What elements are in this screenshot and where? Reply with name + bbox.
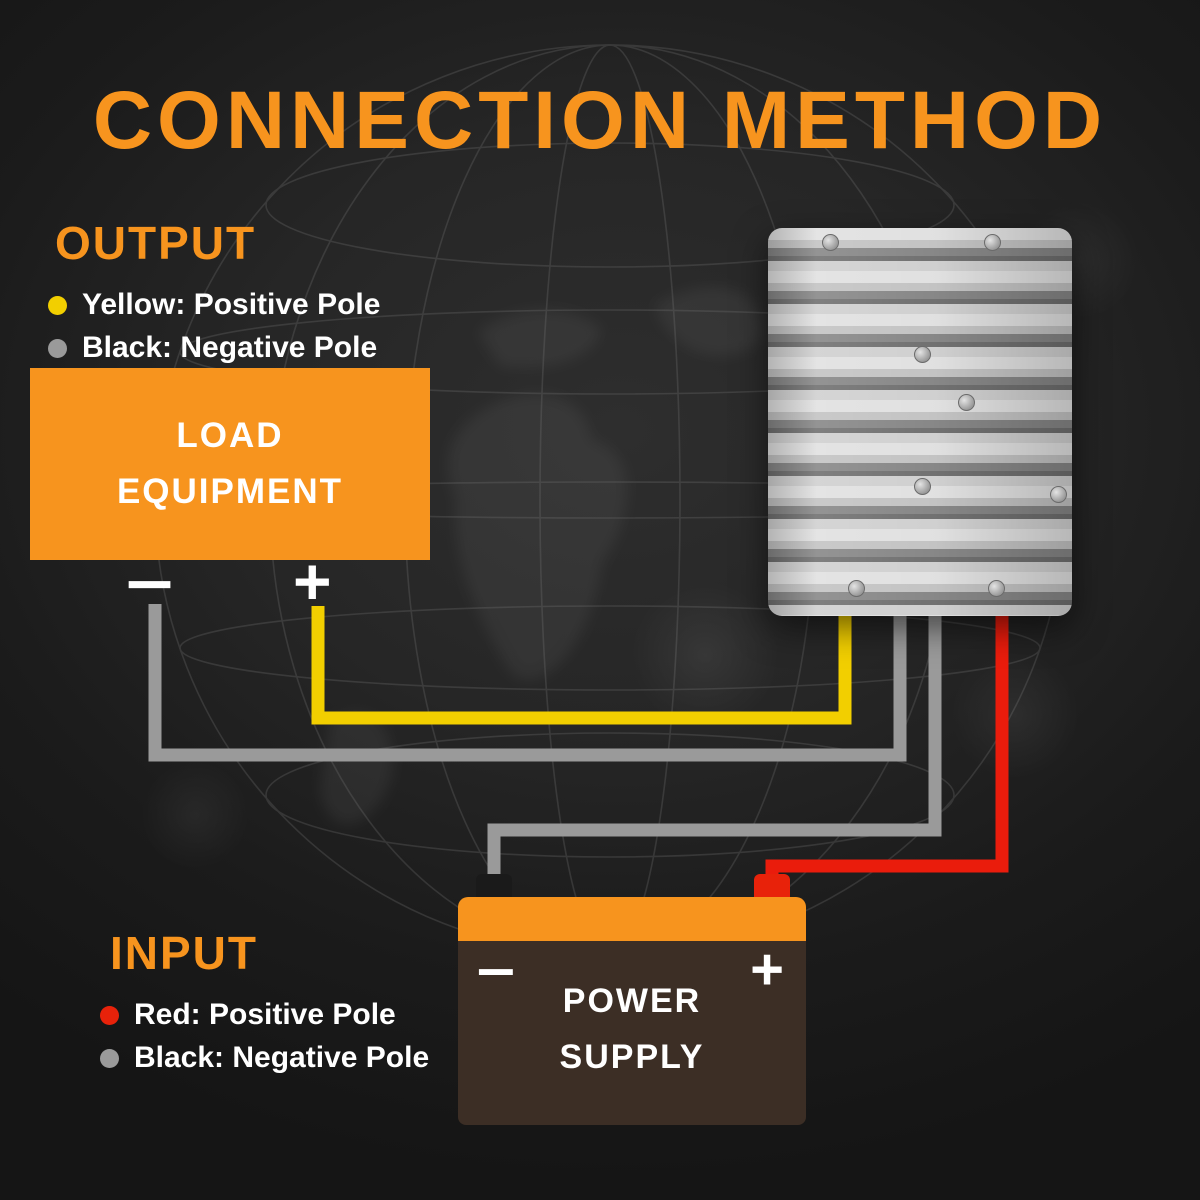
continent-silhouettes (320, 287, 762, 825)
legend-item-yellow-positive: Yellow: Positive Pole (48, 288, 380, 322)
power-supply-negative-sign: − (476, 942, 516, 1002)
voltage-converter-device (768, 228, 1072, 616)
legend-label: Red: Positive Pole (134, 998, 396, 1031)
power-supply-label: POWER SUPPLY (458, 973, 806, 1085)
power-supply-body: − + POWER SUPPLY (458, 941, 806, 1125)
input-heading: INPUT (110, 927, 258, 979)
legend-item-red-positive: Red: Positive Pole (100, 998, 429, 1032)
page-title: CONNECTION METHOD (92, 75, 1108, 166)
power-supply-label-line2: SUPPLY (559, 1038, 705, 1076)
load-equipment-label-line1: LOAD (176, 416, 284, 455)
gray-dot-icon (100, 1048, 119, 1068)
output-heading: OUTPUT (55, 217, 257, 269)
legend-label: Black: Negative Pole (82, 331, 378, 364)
output-positive-wire (311, 606, 852, 725)
gray-dot-icon (48, 338, 67, 358)
screw-icon (914, 478, 931, 495)
screw-icon (958, 394, 975, 411)
output-legend: Yellow: Positive Pole Black: Negative Po… (48, 288, 380, 365)
power-supply-label-line1: POWER (562, 982, 702, 1020)
load-equipment-label-line2: EQUIPMENT (116, 472, 344, 511)
screw-icon (848, 580, 865, 597)
power-supply-positive-sign: + (750, 937, 784, 1002)
output-negative-wire (148, 604, 907, 762)
legend-label: Yellow: Positive Pole (82, 288, 381, 321)
screw-icon (822, 234, 839, 251)
legend-label: Black: Negative Pole (134, 1041, 430, 1074)
screw-icon (1050, 486, 1067, 503)
load-positive-terminal: + (293, 544, 332, 618)
red-dot-icon (100, 1005, 119, 1025)
legend-item-black-negative: Black: Negative Pole (48, 331, 380, 365)
load-negative-terminal: − (125, 548, 174, 620)
power-supply-top-strip (458, 897, 806, 941)
load-equipment-box: LOAD EQUIPMENT (30, 368, 430, 560)
screw-icon (988, 580, 1005, 597)
power-supply-box: − + POWER SUPPLY (458, 874, 806, 1125)
input-negative-wire (487, 608, 942, 888)
input-positive-wire (765, 608, 1009, 888)
legend-item-black-negative: Black: Negative Pole (100, 1041, 429, 1075)
screw-icon (984, 234, 1001, 251)
yellow-dot-icon (48, 295, 67, 315)
screw-icon (914, 346, 931, 363)
input-legend: Red: Positive Pole Black: Negative Pole (100, 998, 429, 1075)
